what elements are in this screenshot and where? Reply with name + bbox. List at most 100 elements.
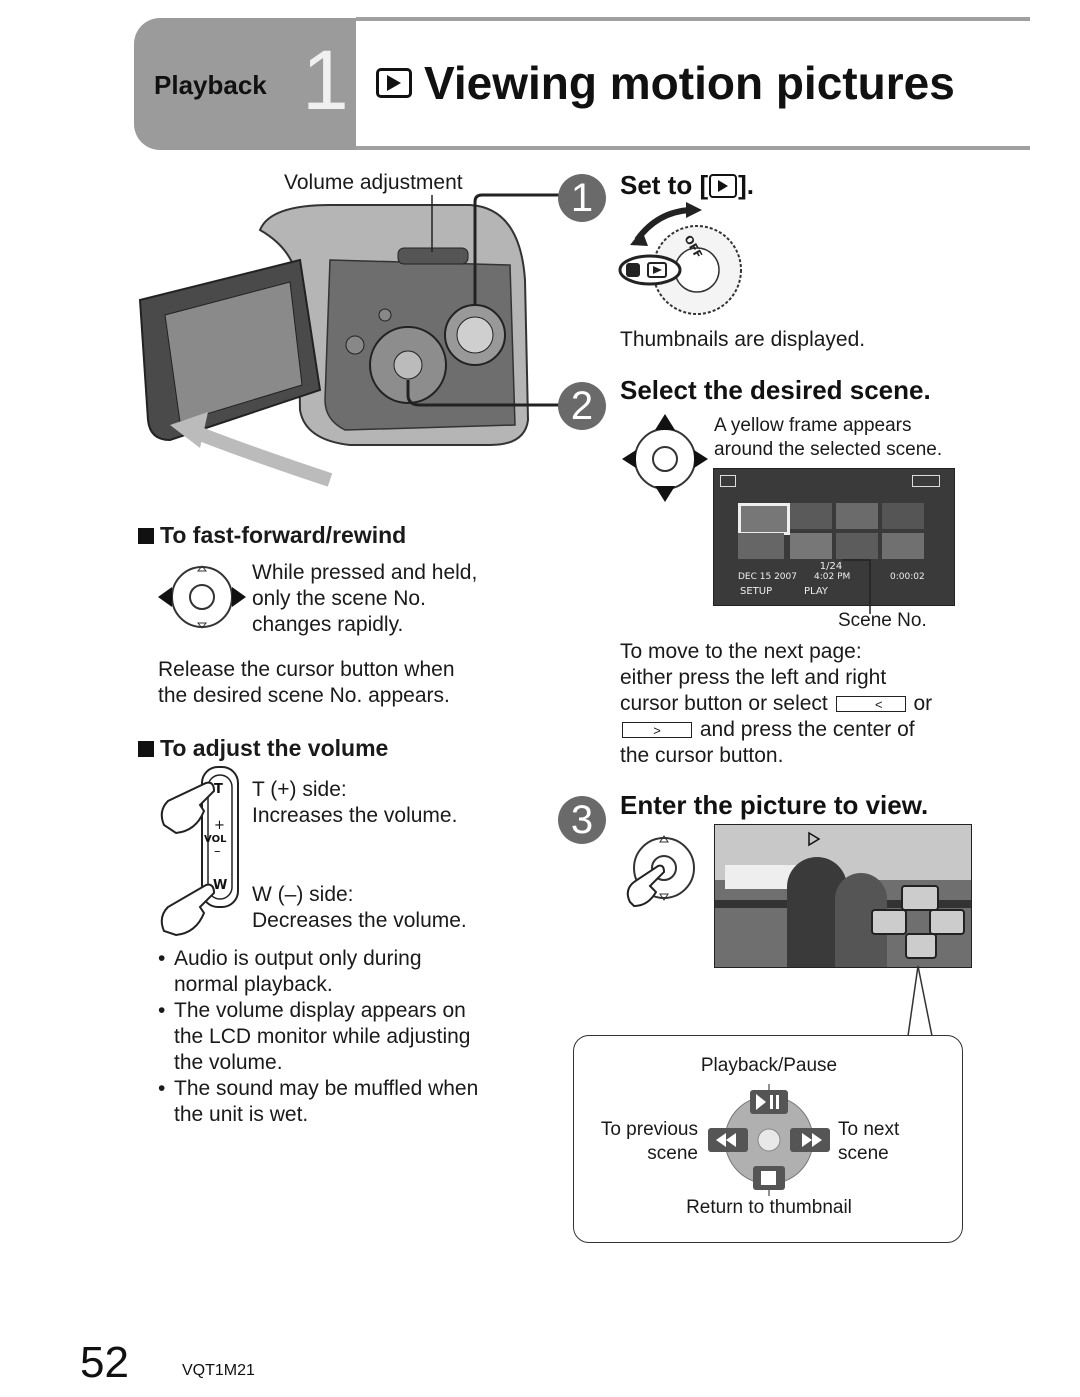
release-line: Release the cursor button when — [158, 658, 455, 681]
ffwd-desc: While pressed and held, only the scene N… — [252, 560, 477, 638]
step-3-number: 3 — [558, 796, 606, 844]
step-2-number: 2 — [558, 382, 606, 430]
label-line: To next — [838, 1119, 900, 1140]
step-3-heading: Enter the picture to view. — [620, 790, 929, 820]
move-text-line: either press the left and right — [620, 666, 887, 689]
t-side-text: T (+) side: Increases the volume. — [252, 777, 457, 829]
popup-pointer — [907, 965, 933, 1037]
note-line: the LCD monitor while adjusting — [174, 1025, 471, 1048]
svg-text:VOL: VOL — [204, 834, 227, 845]
move-text-line: > and press the center of — [620, 717, 970, 743]
move-text-part: or — [913, 692, 933, 715]
volume-heading-text: To adjust the volume — [160, 735, 389, 761]
to-previous-label: To previous scene — [592, 1118, 698, 1166]
prev-onscreen-button[interactable] — [871, 909, 907, 935]
release-line: the desired scene No. appears. — [158, 684, 450, 707]
thumbnail[interactable] — [882, 503, 924, 529]
return-thumbnail-label: Return to thumbnail — [686, 1197, 852, 1218]
ffwd-release: Release the cursor button when the desir… — [158, 657, 455, 709]
playpause-onscreen-button[interactable] — [901, 885, 939, 911]
w-side-desc: Decreases the volume. — [252, 909, 467, 932]
svg-text:T: T — [214, 782, 223, 797]
thumbnail-screen: 1/24 DEC 15 2007 4:02 PM 0:00:02 SETUP P… — [713, 468, 955, 606]
control-popup: Playback/Pause To previous scene To next… — [573, 1035, 963, 1243]
w-side-label: W (–) side: — [252, 883, 354, 906]
camera-illustration — [138, 193, 560, 487]
date-readout: DEC 15 2007 — [738, 572, 797, 582]
ffwd-heading: To fast-forward/rewind — [138, 522, 406, 549]
ffwd-desc-line: While pressed and held, — [252, 561, 478, 584]
thumbnail[interactable] — [738, 533, 784, 559]
notes-list: Audio is output only during normal playb… — [158, 946, 538, 1128]
step-1-heading-suffix: ]. — [738, 170, 754, 200]
svg-text:+: + — [214, 818, 225, 833]
selected-thumbnail[interactable] — [738, 503, 790, 535]
note-line: The sound may be muffled when — [174, 1077, 479, 1100]
move-text-part: cursor button or select — [620, 692, 828, 715]
next-page-button-icon: > — [622, 722, 692, 739]
svg-text:W: W — [213, 878, 227, 893]
page-title-group: Viewing motion pictures — [376, 56, 955, 110]
header-rule-bottom — [356, 146, 1030, 150]
scene-no-label: Scene No. — [838, 610, 927, 631]
playback-mode-icon — [376, 68, 412, 98]
bullet-square-icon — [138, 740, 154, 757]
thumbnail[interactable] — [790, 503, 832, 529]
stop-onscreen-button[interactable] — [905, 933, 937, 959]
step-1-heading: Set to [ ]. — [620, 170, 754, 201]
move-text-part: and press the center of — [699, 718, 915, 741]
playback-screen — [714, 824, 972, 968]
page-title: Viewing motion pictures — [424, 57, 955, 109]
step-1-heading-prefix: Set to [ — [620, 170, 709, 200]
note-line: the volume. — [174, 1051, 283, 1074]
label-line: scene — [647, 1143, 698, 1164]
play-mode-icon — [709, 173, 738, 198]
t-side-label: T (+) side: — [252, 778, 347, 801]
playback-pause-label: Playback/Pause — [700, 1055, 838, 1076]
mode-dial-icon: OFF — [618, 202, 742, 315]
page-number: 52 — [80, 1338, 129, 1387]
step-2-heading: Select the desired scene. — [620, 375, 931, 405]
step-1-note: Thumbnails are displayed. — [620, 328, 866, 351]
step-2-note: A yellow frame appears around the select… — [714, 414, 942, 462]
thumbnail[interactable] — [836, 503, 878, 529]
svg-text:–: – — [214, 844, 221, 859]
step-2-note-line: around the selected scene. — [714, 439, 943, 460]
section-tab: Playback 1 — [134, 18, 356, 150]
note-item: Audio is output only during normal playb… — [158, 946, 538, 998]
next-onscreen-button[interactable] — [929, 909, 965, 935]
volume-adjustment-label: Volume adjustment — [284, 171, 463, 194]
scene-no-leader-line — [842, 559, 871, 614]
note-line: normal playback. — [174, 973, 333, 996]
cursor-button-leftright-icon — [158, 565, 246, 629]
note-line: the unit is wet. — [174, 1103, 309, 1126]
time-readout: 4:02 PM — [814, 572, 851, 582]
section-number: 1 — [302, 33, 349, 127]
play-label: PLAY — [804, 586, 829, 597]
move-text-line: To move to the next page: — [620, 640, 862, 663]
ffwd-heading-text: To fast-forward/rewind — [160, 522, 407, 548]
label-line: To previous — [600, 1119, 698, 1140]
thumbnail[interactable] — [882, 533, 924, 559]
setup-label: SETUP — [740, 586, 773, 597]
label-line: scene — [838, 1143, 889, 1164]
thumbnail[interactable] — [836, 533, 878, 559]
prev-page-button-icon: < — [835, 696, 906, 713]
play-indicator-icon — [720, 475, 736, 487]
ffwd-desc-line: changes rapidly. — [252, 613, 404, 636]
play-status-icon — [808, 831, 821, 847]
bullet-square-icon — [138, 527, 154, 544]
control-pad-icon — [708, 1084, 830, 1196]
note-line: The volume display appears on — [174, 999, 466, 1022]
step-2-note-line: A yellow frame appears — [714, 415, 912, 436]
w-side-text: W (–) side: Decreases the volume. — [252, 882, 467, 934]
volume-heading: To adjust the volume — [138, 735, 388, 762]
counter-readout: 0:00:02 — [890, 572, 925, 582]
thumbnail[interactable] — [790, 533, 832, 559]
to-next-label: To next scene — [838, 1118, 899, 1166]
note-line: Audio is output only during — [174, 947, 422, 970]
section-label: Playback — [154, 70, 267, 100]
header-rule-top — [356, 17, 1030, 21]
doc-code: VQT1M21 — [182, 1362, 255, 1379]
battery-icon — [912, 475, 940, 487]
